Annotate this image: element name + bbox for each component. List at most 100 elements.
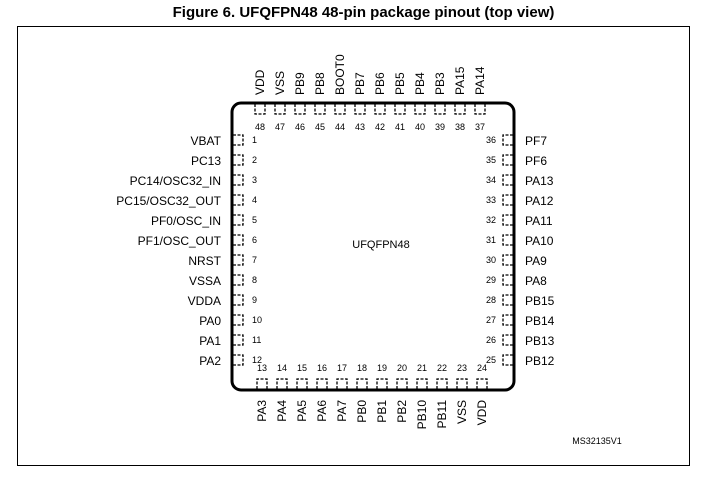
pin-pad-left [233, 274, 244, 286]
pin-pad-left [233, 254, 244, 266]
pin-number-left: 6 [252, 235, 257, 245]
pin-name-bottom: VSS [455, 400, 469, 424]
pin-name-bottom: VDD [475, 400, 489, 426]
pin-name-right: PB12 [525, 354, 555, 368]
pin-number-bottom: 20 [397, 363, 407, 373]
pin-name-right: PA10 [525, 234, 554, 248]
pin-pad-top [414, 104, 426, 115]
pin-number-right: 31 [486, 235, 496, 245]
pin-name-right: PA13 [525, 174, 554, 188]
pin-pad-right [502, 354, 513, 366]
pin-name-top: PB3 [433, 72, 447, 95]
pin-number-top: 38 [455, 122, 465, 132]
pin-pad-top [314, 104, 326, 115]
pin-number-top: 41 [395, 122, 405, 132]
pin-name-right: PF7 [525, 134, 547, 148]
pin-name-top: PB9 [293, 72, 307, 95]
pin-number-left: 1 [252, 135, 257, 145]
pin-pad-top [354, 104, 366, 115]
pin-pad-left [233, 174, 244, 186]
pin-name-left: VBAT [191, 134, 222, 148]
pin-number-left: 10 [252, 315, 262, 325]
pin-number-bottom: 13 [257, 363, 267, 373]
pin-pad-left [233, 134, 244, 146]
pin-number-left: 11 [252, 335, 261, 345]
pin-name-left: PA0 [199, 314, 221, 328]
pin-name-right: PB14 [525, 314, 555, 328]
pin-name-bottom: PB11 [435, 400, 449, 429]
pin-name-top: PB4 [413, 72, 427, 95]
pin-number-bottom: 21 [417, 363, 427, 373]
pin-pad-right [502, 134, 513, 146]
pin-pad-bottom [416, 378, 428, 389]
pin-number-right: 35 [486, 155, 496, 165]
pins-group: 1VBAT2PC133PC14/OSC32_IN4PC15/OSC32_OUT5… [116, 54, 554, 429]
pin-number-top: 42 [375, 122, 385, 132]
pin-pad-top [254, 104, 266, 115]
pin-name-right: PA11 [525, 214, 553, 228]
pin-pad-right [502, 254, 513, 266]
pin-name-left: VSSA [189, 274, 221, 288]
pin-number-top: 45 [315, 122, 325, 132]
pin-name-top: PA15 [453, 66, 467, 95]
pin-number-left: 8 [252, 275, 257, 285]
pin-pad-right [502, 294, 513, 306]
pin-name-bottom: PB1 [375, 400, 389, 423]
pin-name-top: PB5 [393, 72, 407, 95]
pin-number-top: 44 [335, 122, 345, 132]
pin-pad-left [233, 354, 244, 366]
pin-name-left: PC14/OSC32_IN [130, 174, 221, 188]
pin-name-right: PF6 [525, 154, 547, 168]
pin-name-bottom: PA4 [275, 400, 289, 422]
pin-number-right: 30 [486, 255, 496, 265]
pin-name-bottom: PB0 [355, 400, 369, 423]
pin-pad-left [233, 154, 244, 166]
pin-pad-right [502, 214, 513, 226]
pin-number-top: 40 [415, 122, 425, 132]
pin-name-bottom: PB2 [395, 400, 409, 423]
pin-name-bottom: PA3 [255, 400, 269, 422]
pin-number-right: 28 [486, 295, 496, 305]
pin-pad-right [502, 174, 513, 186]
pin-pad-right [502, 194, 513, 206]
pin-name-left: PA2 [199, 354, 221, 368]
pin-name-left: PF1/OSC_OUT [138, 234, 222, 248]
pin-number-top: 43 [355, 122, 365, 132]
pin-pad-bottom [376, 378, 388, 389]
pin-pad-bottom [456, 378, 468, 389]
pin-name-bottom: PA5 [295, 400, 309, 422]
pin-pad-top [394, 104, 406, 115]
pin-name-left: PC13 [191, 154, 221, 168]
drawing-code: MS32135V1 [572, 436, 622, 446]
pin-pad-top [454, 104, 466, 115]
pin-pad-bottom [296, 378, 308, 389]
pin-pad-right [502, 334, 513, 346]
pin-name-bottom: PA7 [335, 400, 349, 422]
pin-name-left: PC15/OSC32_OUT [116, 194, 221, 208]
pin-number-bottom: 18 [357, 363, 367, 373]
pin-number-top: 48 [255, 122, 265, 132]
pin-number-top: 46 [295, 122, 305, 132]
pin-number-right: 29 [486, 275, 496, 285]
pin-number-left: 9 [252, 295, 257, 305]
pin-pad-right [502, 314, 513, 326]
pin-pad-left [233, 334, 244, 346]
pin-pad-top [334, 104, 346, 115]
pin-name-right: PA8 [525, 274, 547, 288]
pin-pad-bottom [316, 378, 328, 389]
pin-name-right: PB13 [525, 334, 555, 348]
pin-pad-top [434, 104, 446, 115]
pin-number-top: 47 [275, 122, 285, 132]
pin-name-right: PA9 [525, 254, 547, 268]
pin-name-bottom: PB10 [415, 400, 429, 430]
pin-number-bottom: 14 [277, 363, 287, 373]
pin-name-top: PB7 [353, 72, 367, 95]
pin-number-top: 39 [435, 122, 445, 132]
pin-number-bottom: 23 [457, 363, 467, 373]
pin-number-bottom: 17 [337, 363, 347, 373]
pin-name-top: BOOT0 [333, 54, 347, 95]
pin-number-left: 12 [252, 355, 262, 365]
pin-number-right: 26 [486, 335, 496, 345]
pin-number-bottom: 19 [377, 363, 387, 373]
